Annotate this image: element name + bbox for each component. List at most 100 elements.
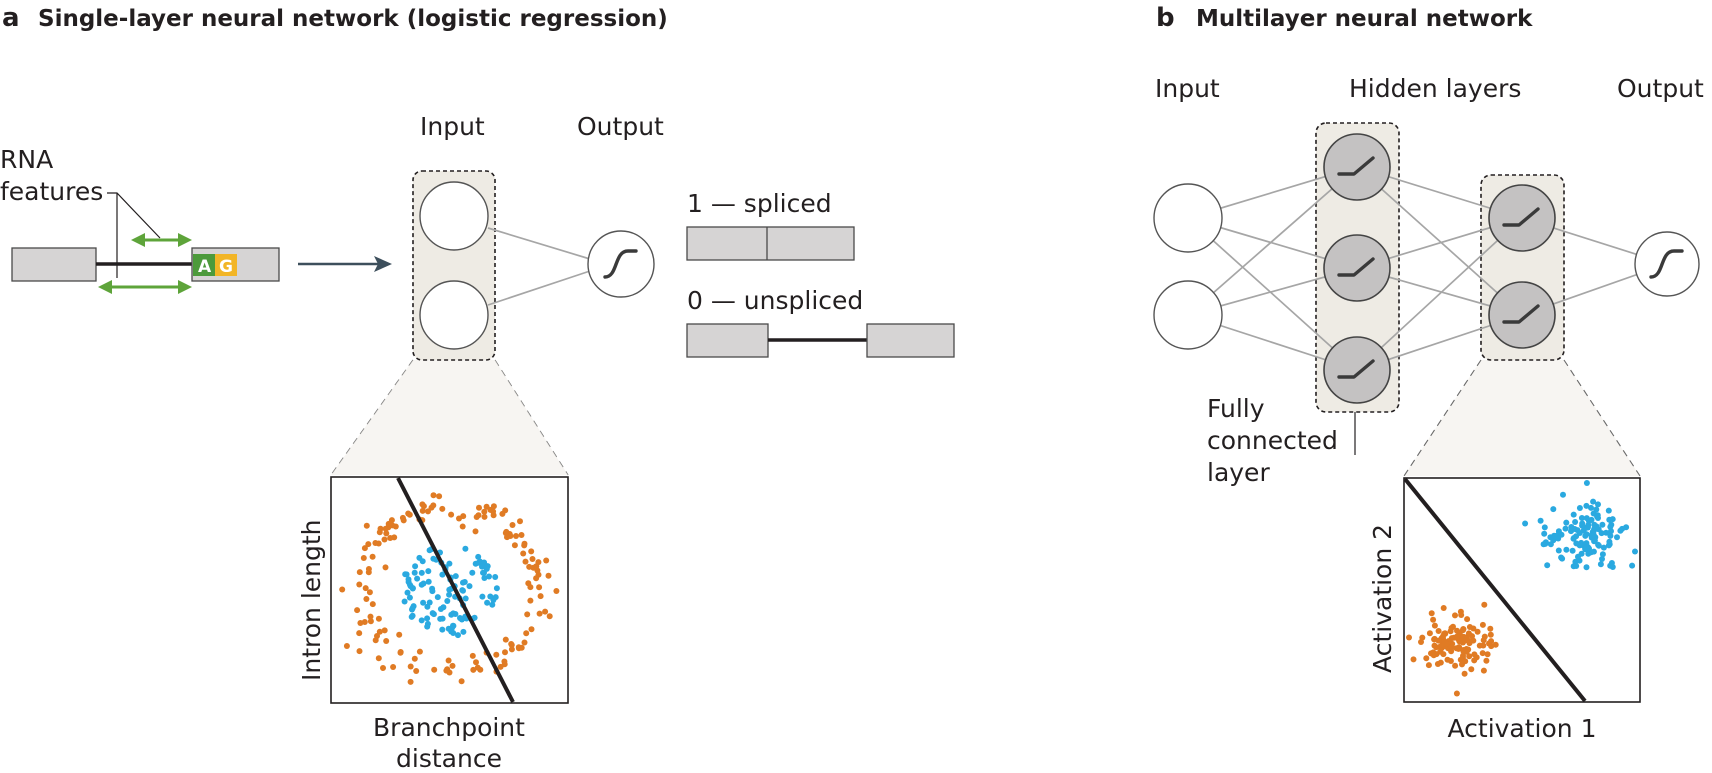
scatter-b-point-cluster-orange bbox=[1448, 625, 1455, 631]
scatter-a-point-inner bbox=[426, 547, 433, 554]
scatter-a-points bbox=[339, 492, 560, 685]
scatter-a-point-inner bbox=[437, 606, 444, 612]
scatter-a-point-outer bbox=[387, 535, 394, 541]
scatter-b-point-cluster-orange bbox=[1435, 628, 1442, 634]
conn-i2-h1 bbox=[1187, 166, 1358, 316]
scatter-a-point-outer bbox=[363, 522, 370, 529]
scatter-a-point-outer bbox=[509, 522, 516, 528]
scatter-b-point-cluster-orange bbox=[1469, 633, 1475, 640]
scatter-b-point-cluster-orange bbox=[1487, 625, 1494, 632]
connection-a2 bbox=[487, 270, 591, 306]
scatter-b-point-cluster-blue bbox=[1590, 532, 1597, 538]
panel-a-letter: a bbox=[2, 3, 20, 33]
scatter-a-point-outer bbox=[383, 530, 390, 537]
scatter-a-point-outer bbox=[521, 639, 528, 646]
scatter-a-point-outer bbox=[439, 505, 446, 512]
scatter-a-point-inner bbox=[486, 573, 492, 580]
scatter-a-point-inner bbox=[416, 554, 423, 561]
scatter-a-x-label-line1: Branchpoint bbox=[373, 713, 525, 742]
scatter-a-point-outer bbox=[382, 525, 389, 532]
scatter-a-point-outer bbox=[381, 627, 388, 634]
scatter-b-point-cluster-blue bbox=[1597, 561, 1604, 568]
scatter-b-point-cluster-blue bbox=[1599, 556, 1605, 562]
input-node-b2 bbox=[1153, 280, 1223, 350]
scatter-a-point-outer bbox=[413, 668, 420, 674]
scatter-b-x-label: Activation 1 bbox=[1447, 714, 1596, 743]
scatter-a-point-outer bbox=[472, 528, 479, 535]
scatter-a-point-outer bbox=[374, 633, 380, 639]
scatter-a-point-inner bbox=[452, 573, 459, 580]
unspliced-exon-left bbox=[686, 323, 769, 358]
relu-activation-icon bbox=[1502, 207, 1540, 227]
output-node-b bbox=[1634, 231, 1700, 297]
scatter-a-point-inner bbox=[450, 630, 457, 636]
scatter-a-point-inner bbox=[480, 569, 486, 576]
panel-b: b Multilayer neural network Input Hidden… bbox=[1153, 3, 1704, 743]
feature-arrows bbox=[98, 233, 192, 294]
scatter-a-point-outer bbox=[380, 665, 386, 671]
scatter-b-point-cluster-orange bbox=[1430, 616, 1437, 623]
scatter-a-point-outer bbox=[419, 507, 426, 514]
scatter-a-point-inner bbox=[429, 610, 436, 617]
scatter-a-point-outer bbox=[356, 569, 363, 576]
scatter-a-point-outer bbox=[388, 517, 395, 524]
scatter-b-point-cluster-blue bbox=[1560, 491, 1566, 498]
scatter-a-point-inner bbox=[404, 589, 411, 596]
scatter-a-point-outer bbox=[339, 586, 346, 593]
relu-activation-icon bbox=[1337, 359, 1375, 379]
scatter-a-point-outer bbox=[397, 649, 404, 656]
scatter-a-point-inner bbox=[462, 595, 469, 602]
scatter-b-point-cluster-blue bbox=[1606, 516, 1613, 523]
scatter-a-point-outer bbox=[445, 657, 452, 664]
scatter-a-point-inner bbox=[493, 585, 500, 592]
scatter-a-point-outer bbox=[469, 652, 476, 659]
scatter-a-point-outer bbox=[502, 636, 509, 643]
scatter-b-point-cluster-blue bbox=[1588, 504, 1594, 511]
scatter-b-point-cluster-orange bbox=[1454, 633, 1460, 640]
scatter-a-point-outer bbox=[436, 493, 443, 500]
scatter-b-point-cluster-orange bbox=[1434, 661, 1441, 667]
scatter-a-point-outer bbox=[545, 572, 552, 579]
intron-arrow-right-head bbox=[178, 280, 192, 294]
scatter-a-point-inner bbox=[424, 615, 431, 622]
connection-a1 bbox=[487, 227, 591, 260]
scatter-a-point-outer bbox=[459, 523, 466, 530]
scatter-b-point-cluster-orange bbox=[1492, 641, 1499, 648]
scatter-b-point-cluster-blue bbox=[1570, 563, 1577, 570]
scatter-a-point-outer bbox=[376, 529, 383, 536]
scatter-a-point-outer bbox=[362, 585, 369, 592]
scatter-b-point-cluster-blue bbox=[1583, 502, 1590, 509]
scatter-b-point-cluster-blue bbox=[1562, 525, 1569, 532]
scatter-a-point-outer bbox=[420, 503, 427, 510]
scatter-b-point-cluster-orange bbox=[1471, 651, 1478, 658]
scatter-a-point-outer bbox=[490, 508, 497, 515]
scatter-a-point-inner bbox=[492, 574, 499, 580]
scatter-b-point-cluster-orange bbox=[1454, 627, 1460, 634]
scatter-a-point-outer bbox=[354, 607, 361, 614]
conn-i1-h3 bbox=[1187, 217, 1358, 371]
scatter-a-point-outer bbox=[543, 557, 550, 564]
scatter-a-point-outer bbox=[511, 542, 518, 549]
scatter-a-point-outer bbox=[369, 601, 376, 608]
scatter-b-point-cluster-orange bbox=[1452, 612, 1458, 619]
scatter-a-point-inner bbox=[430, 555, 437, 562]
scatter-a-point-outer bbox=[449, 662, 456, 669]
scatter-a-point-inner bbox=[489, 601, 496, 608]
scatter-a-point-outer bbox=[470, 666, 477, 673]
scatter-b-point-cluster-blue bbox=[1558, 554, 1565, 561]
scatter-b-point-cluster-blue bbox=[1547, 534, 1554, 541]
scatter-b-point-cluster-orange bbox=[1418, 639, 1424, 645]
hidden-node-1-3 bbox=[1323, 336, 1391, 404]
scatter-a-point-inner bbox=[475, 553, 482, 560]
intron-arrow-left-head bbox=[98, 280, 112, 294]
scatter-a-point-inner bbox=[410, 603, 417, 610]
scatter-b-point-cluster-orange bbox=[1481, 601, 1488, 608]
scatter-a-point-outer bbox=[533, 563, 540, 570]
scatter-b-point-cluster-blue bbox=[1599, 521, 1606, 528]
scatter-a-point-inner bbox=[439, 615, 446, 622]
scatter-b-point-cluster-blue bbox=[1582, 545, 1589, 552]
scatter-a-point-inner bbox=[483, 565, 490, 572]
input-node-a2 bbox=[419, 280, 489, 350]
scatter-a-point-outer bbox=[520, 550, 527, 557]
exon-left bbox=[11, 247, 97, 282]
